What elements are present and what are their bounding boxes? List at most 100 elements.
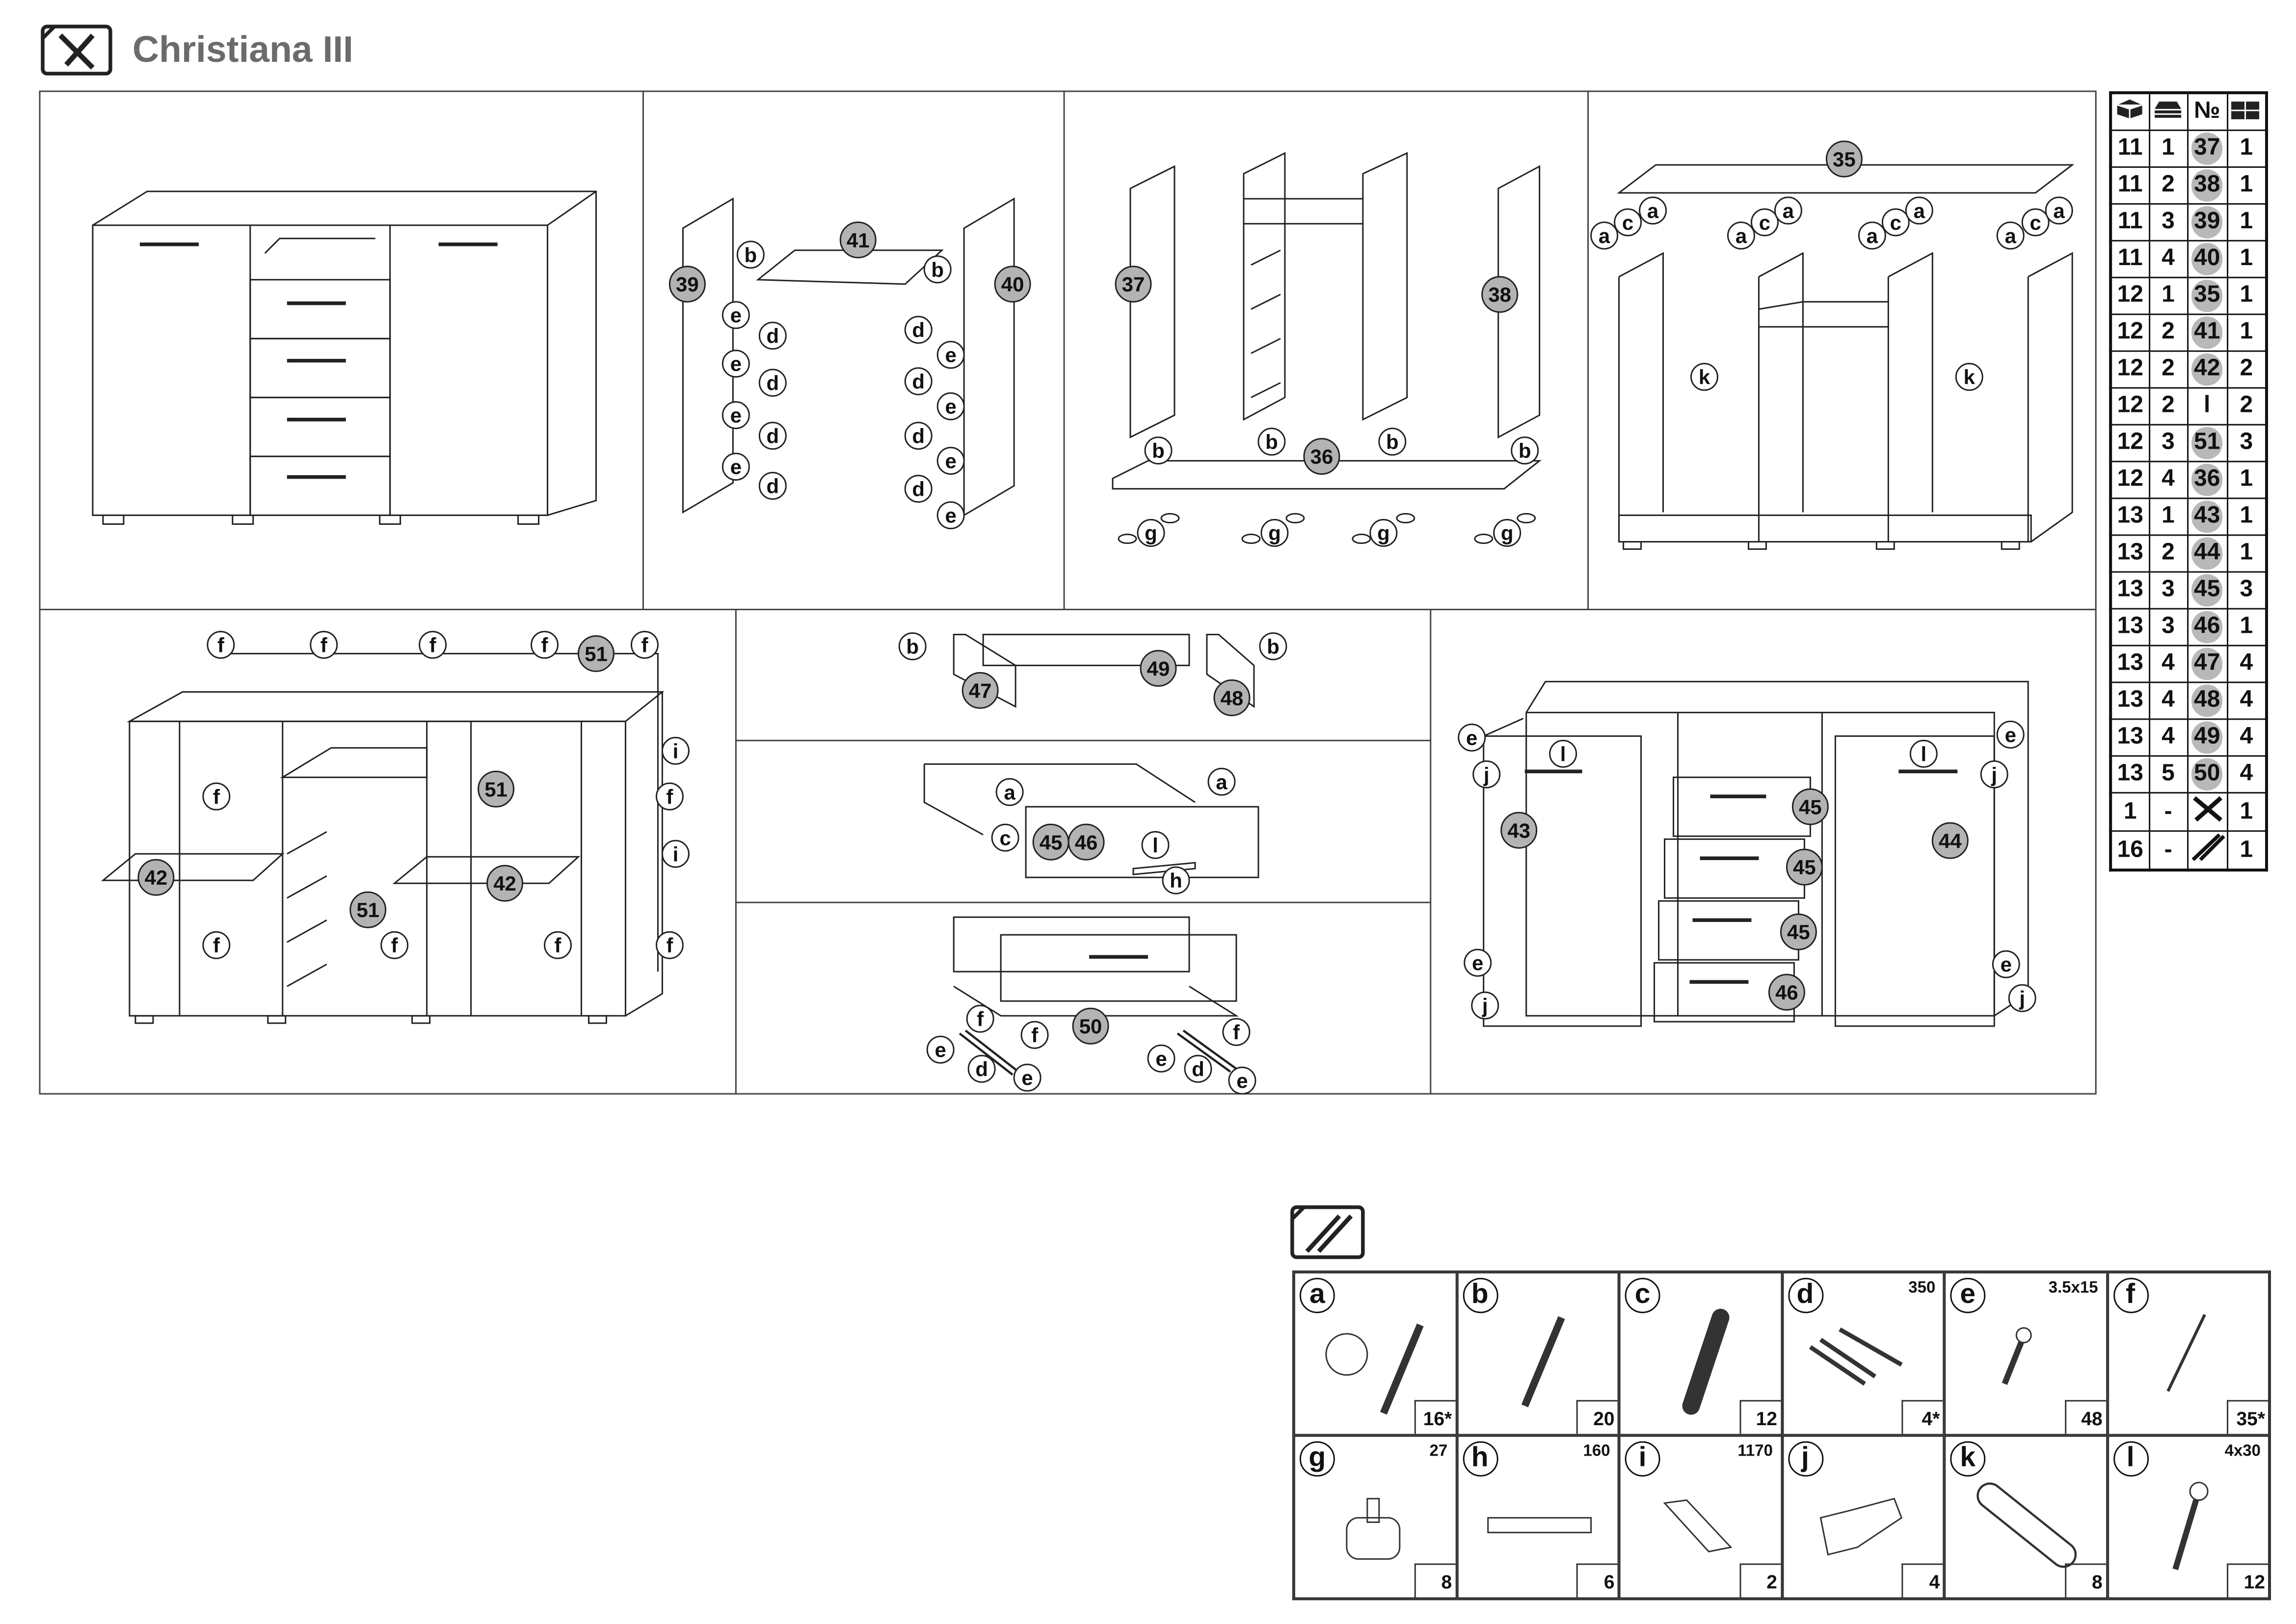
- hardware-callout-d: d: [967, 1055, 996, 1083]
- quantity: 1: [2226, 203, 2268, 242]
- hardware-callout-c: c: [2021, 208, 2050, 237]
- callout-circle: [1639, 196, 1667, 225]
- quantity: 4: [2226, 681, 2268, 720]
- hardware-size: 27: [1429, 1442, 1448, 1461]
- part-callout-51: 51: [577, 635, 614, 672]
- part-callout-51: 51: [478, 770, 515, 808]
- part-number-badge: 47: [2191, 648, 2223, 680]
- hardware-callout-e: e: [936, 392, 965, 421]
- callout-label: 38: [1488, 283, 1511, 306]
- callout-label: e: [1155, 1047, 1167, 1070]
- parts-table-row: 1-1: [2109, 792, 2268, 832]
- layer-number: 4: [2148, 718, 2188, 757]
- hardware-callout-d: d: [904, 367, 933, 396]
- layer-number: 2: [2148, 534, 2188, 573]
- callout-circle: [721, 453, 750, 481]
- part-callout-35: 35: [1825, 140, 1863, 178]
- callout-label: d: [767, 325, 779, 348]
- hardware-b-icon: [1521, 1316, 1565, 1407]
- part-number-badge: 36: [2191, 463, 2223, 496]
- callout-circle: [758, 322, 787, 350]
- callout-label: e: [1472, 951, 1483, 974]
- callout-circle: [349, 891, 387, 928]
- hardware-callout-b: b: [898, 632, 927, 660]
- callout-circle: [1791, 788, 1829, 825]
- package-number: 16: [2109, 830, 2150, 871]
- package-number: 12: [2109, 350, 2150, 389]
- callout-label: 35: [1833, 148, 1856, 171]
- callout-circle: [926, 1035, 955, 1064]
- part-callout-41: 41: [839, 221, 877, 259]
- part-number: 38: [2186, 166, 2228, 205]
- callout-circle: [721, 401, 750, 430]
- callout-label: e: [945, 344, 957, 367]
- hardware-callout-e: e: [936, 501, 965, 530]
- callout-label: d: [912, 319, 925, 342]
- hardware-callout-f: f: [655, 931, 684, 959]
- hardware-callout-b: b: [1144, 436, 1173, 465]
- callout-circle: [1020, 1021, 1049, 1049]
- quantity: 3: [2226, 571, 2268, 610]
- layer-number: 1: [2148, 276, 2188, 315]
- callout-label: g: [1268, 522, 1281, 545]
- callout-label: 44: [1939, 829, 1962, 852]
- hardware-callout-i: i: [661, 736, 690, 765]
- callout-label: b: [745, 244, 757, 267]
- hardware-h-icon: [1486, 1517, 1591, 1534]
- callout-label: a: [1735, 224, 1747, 247]
- part-number: l: [2186, 387, 2228, 426]
- callout-label: e: [730, 404, 742, 427]
- hardware-count: 35*: [2227, 1400, 2269, 1434]
- callout-label: b: [1267, 635, 1280, 658]
- callout-label: f: [977, 1007, 984, 1030]
- callout-circle: [630, 630, 659, 659]
- callout-label: j: [1991, 763, 1997, 786]
- hardware-d-icon: [1808, 1327, 1902, 1386]
- hardware-callout-e: e: [1464, 948, 1492, 977]
- callout-circle: [1931, 822, 1969, 859]
- part-callout-42: 42: [486, 865, 524, 902]
- part-number: 51: [2186, 424, 2228, 462]
- part-callout-45: 45: [1032, 823, 1069, 861]
- callout-circle: [898, 632, 927, 660]
- layer-number: 1: [2148, 497, 2188, 536]
- panel-borders: [39, 90, 2097, 1095]
- hardware-callout-j: j: [1472, 760, 1501, 788]
- callout-circle: [202, 782, 231, 811]
- callout-label: 45: [1040, 831, 1063, 854]
- hardware-count: 16*: [1414, 1400, 1455, 1434]
- hardware-callout-e: e: [721, 301, 750, 329]
- hardware-callout-f: f: [207, 630, 235, 659]
- callout-circle: [577, 635, 614, 672]
- callout-circle: [1464, 948, 1492, 977]
- callout-label: g: [1501, 522, 1514, 545]
- hardware-size: 160: [1583, 1442, 1610, 1461]
- hardware-callout-d: d: [904, 422, 933, 450]
- hardware-callout-b: b: [1511, 436, 1539, 465]
- quantity-grid-icon: [2226, 92, 2268, 131]
- callout-circle: [1780, 913, 1817, 950]
- callout-circle: [1115, 266, 1152, 303]
- callout-label: f: [641, 633, 648, 656]
- callout-circle: [904, 475, 933, 503]
- part-number-badge: 50: [2191, 758, 2223, 791]
- callout-circle: [1472, 760, 1501, 788]
- package-number: 13: [2109, 571, 2150, 610]
- quantity: 1: [2226, 460, 2268, 499]
- callout-circle: [1222, 1018, 1251, 1046]
- callout-label: 50: [1079, 1015, 1102, 1038]
- package-number: 12: [2109, 387, 2150, 426]
- hardware-callout-e: e: [1013, 1063, 1041, 1092]
- callout-label: f: [666, 785, 673, 808]
- callout-label: d: [912, 425, 925, 448]
- parts-table-row: 16-1: [2109, 830, 2268, 871]
- part-number: 45: [2186, 571, 2228, 610]
